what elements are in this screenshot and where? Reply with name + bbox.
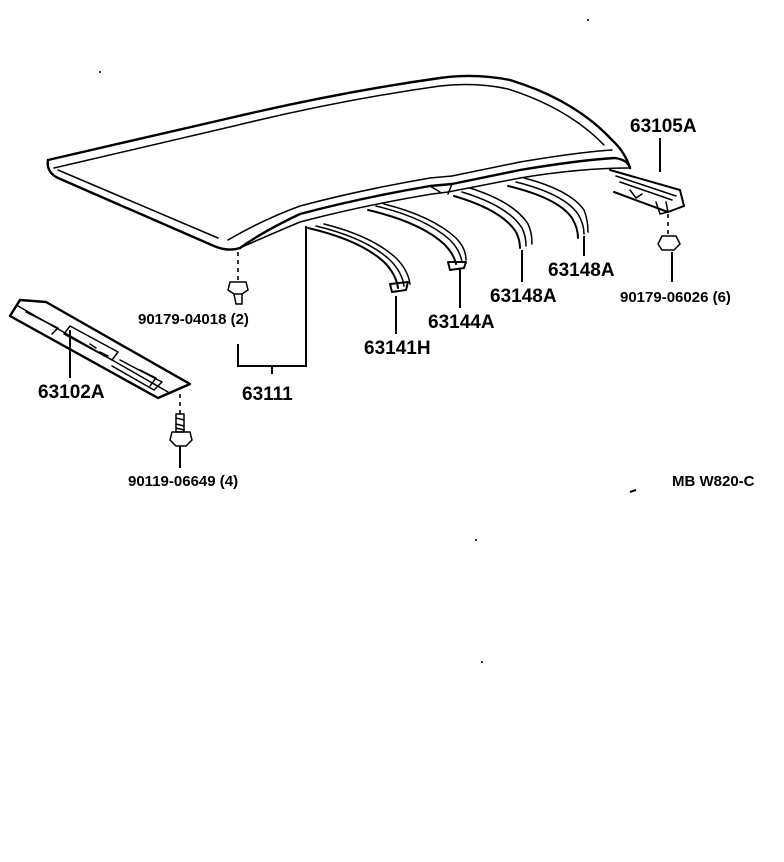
label-roof-bow-second: 63144A: [428, 312, 495, 333]
drawing-code: MB W820-C: [672, 473, 755, 490]
label-roof-panel: 63111: [242, 384, 293, 405]
rear-header: [609, 169, 685, 215]
label-roof-bow-front: 63141H: [364, 338, 431, 359]
roof-bow-63148a-third: [453, 187, 533, 249]
label-roof-bow-fourth: 63148A: [548, 260, 615, 281]
clip-icon: [227, 252, 249, 305]
label-rear-header: 63105A: [630, 116, 697, 137]
label-bolt-header: 90119-06649 (4): [128, 473, 238, 490]
roof-bow-63141h: [307, 223, 411, 293]
roof-panel: [46, 74, 632, 251]
label-roof-header-panel: 63102A: [38, 382, 105, 403]
roof-bow-63144a: [367, 203, 467, 271]
label-roof-bow-third: 63148A: [490, 286, 557, 307]
bolt-icon: [169, 394, 193, 447]
leader-lines: [69, 138, 673, 468]
label-nut-rear: 90179-06026 (6): [620, 289, 731, 306]
nut-icon: [657, 214, 681, 251]
label-clip-roof: 90179-04018 (2): [138, 311, 249, 328]
roof-bow-63148a-fourth: [507, 177, 589, 239]
roof-header-panel: [8, 298, 192, 400]
scan-specks: [99, 19, 637, 663]
